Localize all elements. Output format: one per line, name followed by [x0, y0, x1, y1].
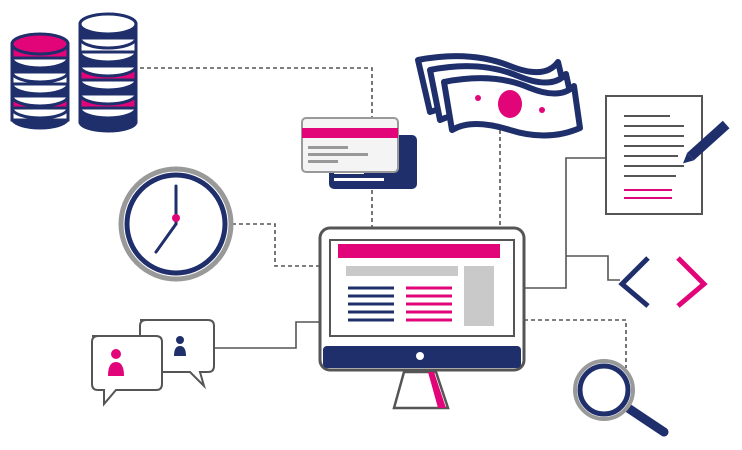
user-avatar-magenta [108, 349, 124, 376]
credit-cards-icon [301, 117, 417, 189]
connector-search [524, 319, 627, 368]
connector-chat [214, 321, 320, 349]
monitor-screen [338, 244, 500, 326]
desktop-computer-icon [318, 226, 526, 410]
coin-stack-left [10, 32, 70, 130]
chat-users-icon [91, 319, 215, 407]
pen-icon [683, 120, 730, 164]
connector-document [524, 157, 605, 289]
user-avatar-navy [174, 336, 186, 356]
connector-clock [232, 223, 320, 267]
banknotes-icon [415, 53, 583, 139]
code-brackets-icon [618, 256, 708, 308]
magnifier-icon [573, 359, 669, 437]
connector-code [566, 255, 620, 281]
connector-lines [140, 67, 627, 368]
coin-stacks-icon [10, 12, 138, 133]
connector-coins [140, 67, 373, 118]
clock-icon [118, 166, 234, 282]
document-with-pen-icon [605, 95, 730, 215]
coin-stack-right [78, 12, 138, 133]
